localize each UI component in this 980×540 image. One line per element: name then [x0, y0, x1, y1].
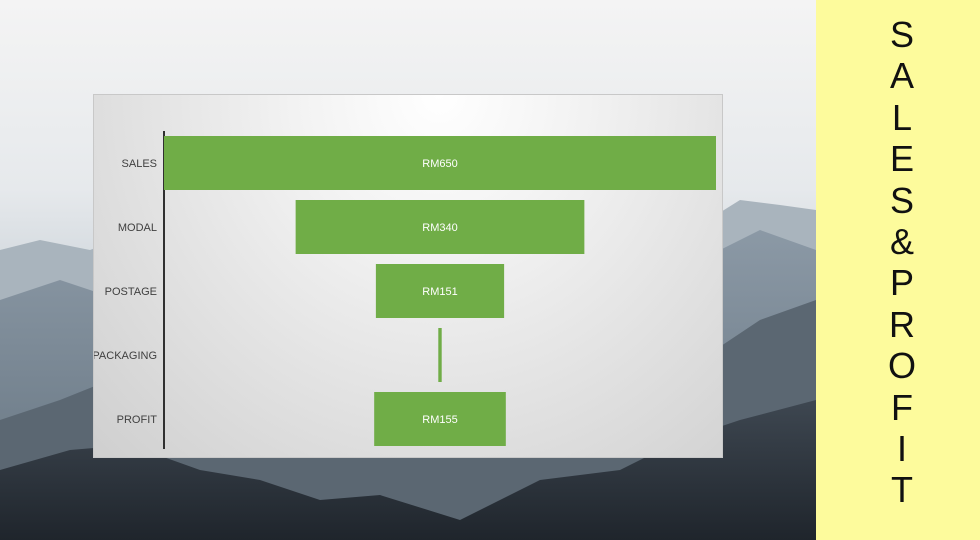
side-title-letter: & [889, 220, 914, 262]
side-title-letter: L [891, 96, 913, 138]
bar-postage [375, 264, 505, 318]
side-title-letter: F [891, 386, 913, 428]
side-title-letter: R [889, 303, 915, 345]
side-title-letter: S [889, 14, 914, 55]
side-title-letter: O [887, 345, 916, 387]
bar-packaging [438, 328, 442, 382]
side-title-letter: E [889, 138, 914, 180]
category-label: POSTAGE [105, 286, 157, 298]
category-label: SALES [122, 158, 157, 170]
side-title-letter: A [889, 55, 914, 97]
category-label: PACKAGING [94, 350, 157, 362]
bar-profit [374, 392, 506, 446]
side-title-letter: T [891, 469, 913, 511]
side-title-letter: I [896, 427, 907, 469]
bar-modal [295, 200, 585, 254]
category-label: MODAL [118, 222, 157, 234]
side-title-letter: P [889, 262, 914, 304]
side-title-letter: S [889, 179, 914, 221]
data-label: RM340 [422, 222, 457, 234]
data-label: RM155 [422, 414, 457, 426]
bar-sales [164, 136, 716, 190]
category-label: PROFIT [117, 414, 158, 426]
data-label: RM151 [422, 286, 457, 298]
data-label: RM650 [422, 158, 457, 170]
